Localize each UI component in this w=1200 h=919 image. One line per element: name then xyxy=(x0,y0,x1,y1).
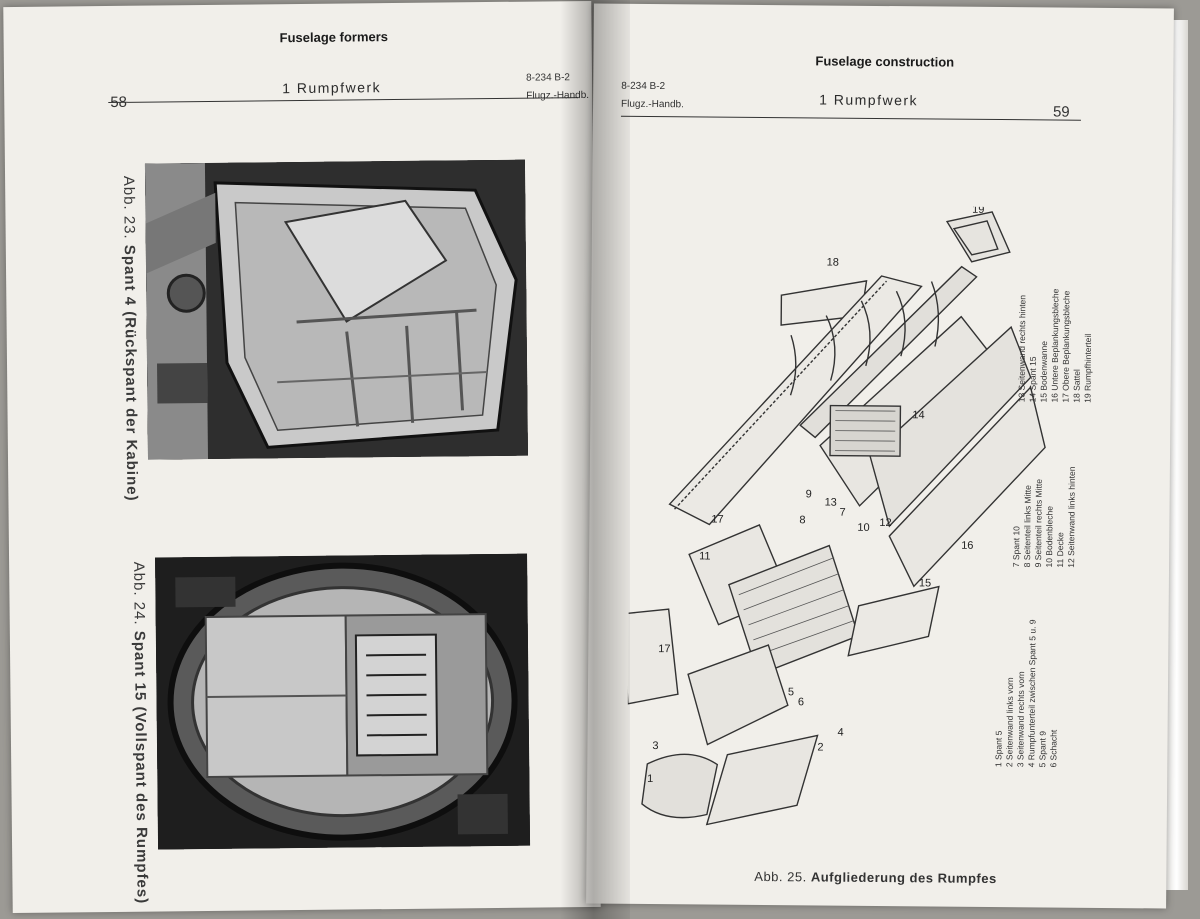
diagram-label-17b: 17 xyxy=(658,643,670,655)
diagram-label-2: 2 xyxy=(817,741,823,753)
left-header-title: 1 Rumpfwerk xyxy=(282,79,382,97)
left-header-code-line1: 8-234 B-2 xyxy=(525,72,571,84)
right-header-code-line2: Flugz.-Handb. xyxy=(621,98,684,111)
legend-item: 12 Seitenwand links hinten xyxy=(1066,466,1077,568)
exploded-fuselage-diagram: 19 18 17 17 14 13 12 10 11 9 7 8 16 15 5… xyxy=(626,204,1046,826)
figure-25-caption: Abb. 25. Aufgliederung des Rumpfes xyxy=(754,869,997,886)
legend-column-2: 7 Spant 10 8 Seitenteil links Mitte 9 Se… xyxy=(1011,466,1078,568)
diagram-label-16: 16 xyxy=(961,540,973,552)
figure-24-image xyxy=(155,553,531,850)
right-page: Fuselage construction 8-234 B-2 Flugz.-H… xyxy=(586,3,1174,909)
diagram-label-12: 12 xyxy=(879,517,891,529)
diagram-label-15: 15 xyxy=(919,577,931,589)
figure-25-caption-text: Aufgliederung des Rumpfes xyxy=(810,869,997,887)
diagram-label-5: 5 xyxy=(788,686,794,698)
right-header-code: 8-234 B-2 Flugz.-Handb. xyxy=(621,80,684,113)
legend-item: 6 Schacht xyxy=(1048,729,1059,768)
diagram-label-8: 8 xyxy=(799,514,805,526)
legend-column-1: 1 Spant 5 2 Seitenwand links vorn 3 Seit… xyxy=(993,619,1060,767)
figure-23-photo xyxy=(144,159,528,460)
figure-23-image xyxy=(144,159,528,460)
left-page: Fuselage formers 58 1 Rumpfwerk 8-234 B-… xyxy=(3,0,601,914)
diagram-label-10: 10 xyxy=(857,522,869,534)
legend-item: 7 Spant 10 xyxy=(1011,526,1022,568)
diagram-label-6: 6 xyxy=(798,696,804,708)
figure-23-caption-text: Spant 4 (Rückspant der Kabine) xyxy=(120,244,141,502)
diagram-label-18: 18 xyxy=(827,257,839,269)
legend-item: 10 Bodenbleche xyxy=(1044,505,1055,568)
diagram-label-9: 9 xyxy=(806,488,812,500)
diagram-label-3: 3 xyxy=(652,740,658,752)
diagram-label-19: 19 xyxy=(972,204,984,216)
diagram-label-4: 4 xyxy=(838,727,844,739)
legend-item: 11 Decke xyxy=(1055,532,1066,568)
diagram-label-7: 7 xyxy=(839,507,845,519)
figure-24-caption: Abb. 24. Spant 15 (Vollspant des Rumpfes… xyxy=(130,562,151,905)
figure-25-caption-prefix: Abb. 25. xyxy=(754,868,807,885)
legend-item: 9 Seitenteil rechts Mitte xyxy=(1033,478,1044,568)
left-page-translation: Fuselage formers xyxy=(279,29,389,46)
right-page-number: 59 xyxy=(1052,103,1070,121)
legend-item: 19 Rumpfhinterteil xyxy=(1082,333,1094,403)
figure-23-caption: Abb. 23. Spant 4 (Rückspant der Kabine) xyxy=(120,176,140,502)
figure-24-caption-text: Spant 15 (Vollspant des Rumpfes) xyxy=(130,630,151,905)
legend-item: 8 Seitenteil links Mitte xyxy=(1022,485,1033,568)
right-page-translation: Fuselage construction xyxy=(815,53,955,70)
diagram-label-13: 13 xyxy=(825,497,837,509)
figure-24-caption-prefix: Abb. 24. xyxy=(130,561,148,626)
right-header-code-line1: 8-234 B-2 xyxy=(621,80,666,93)
left-header-rule xyxy=(108,97,579,104)
diagram-label-11: 11 xyxy=(699,550,711,562)
legend-column-3: 13 Seitenwand rechts hinten 14 Spant 15 … xyxy=(1016,288,1094,403)
right-header-rule xyxy=(620,115,1081,121)
figure-23-caption-prefix: Abb. 23. xyxy=(120,175,138,240)
diagram-label-14: 14 xyxy=(912,409,924,421)
right-header-title: 1 Rumpfwerk xyxy=(819,91,919,109)
figure-24-photo xyxy=(155,553,531,850)
left-header-code: 8-234 B-2 Flugz.-Handb. xyxy=(526,71,589,104)
diagram-label-1: 1 xyxy=(647,773,653,785)
diagram-label-17: 17 xyxy=(711,514,723,526)
